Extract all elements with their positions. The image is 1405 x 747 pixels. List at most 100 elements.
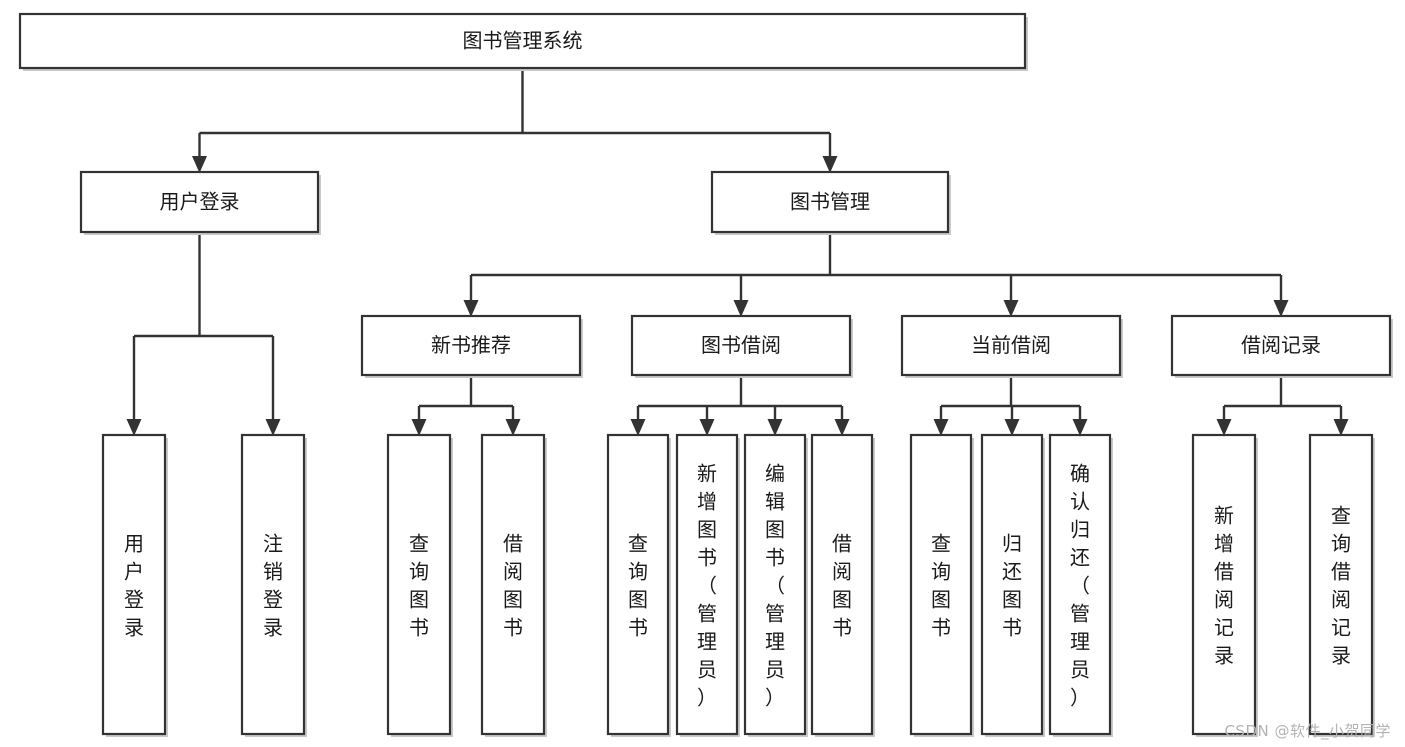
node-rect[interactable] — [386, 433, 452, 736]
node-rect[interactable] — [1170, 314, 1392, 377]
node-leaf-user-login[interactable]: 用户登录 — [101, 433, 168, 737]
node-label-char: 员 — [697, 657, 717, 681]
node-label-char: 图 — [409, 587, 429, 611]
node-label-char: 书 — [931, 615, 951, 639]
node-label-char: 归 — [1070, 517, 1090, 541]
node-label-char: 查 — [1331, 503, 1351, 527]
node-label-char: 管 — [697, 601, 717, 625]
node-label-char: 新 — [1214, 503, 1234, 527]
node-rect[interactable] — [710, 170, 950, 234]
edge-group-root — [192, 68, 838, 173]
node-label-char: 理 — [765, 629, 785, 653]
node-label-char: 用 — [124, 531, 144, 555]
node-rect[interactable] — [1048, 433, 1112, 736]
arrow-head — [1216, 419, 1232, 436]
node-user-login[interactable]: 用户登录 — [79, 170, 321, 235]
edge-group-book-borrow — [630, 375, 850, 436]
node-label-char: 图 — [832, 587, 852, 611]
node-book-manage[interactable]: 图书管理 — [710, 170, 951, 235]
node-current-borrow[interactable]: 当前借阅 — [900, 314, 1123, 378]
node-rect[interactable] — [675, 433, 739, 736]
node-label-char: 图 — [697, 517, 717, 541]
node-rect[interactable] — [743, 433, 807, 736]
node-label-char: 录 — [1214, 643, 1234, 667]
node-label-char: 销 — [263, 559, 283, 583]
arrow-head — [630, 419, 646, 436]
node-rect[interactable] — [1191, 433, 1257, 736]
node-rect[interactable] — [79, 170, 320, 234]
arrow-head — [411, 419, 427, 436]
node-label-char: 查 — [409, 531, 429, 555]
csdn-watermark: CSDN @软件_小贺同学 — [1224, 722, 1391, 740]
node-rect[interactable] — [18, 12, 1027, 70]
edge-group-current-borrow — [933, 375, 1088, 436]
node-label-char: （ — [1070, 573, 1090, 597]
node-label-char: 录 — [263, 615, 283, 639]
node-label-char: 查 — [628, 531, 648, 555]
node-rect[interactable] — [630, 314, 852, 377]
node-label-char: 归 — [1002, 531, 1022, 555]
node-label: 借阅记录 — [1241, 333, 1321, 357]
node-label-char: 记 — [1214, 615, 1234, 639]
node-label-char: 阅 — [832, 559, 852, 583]
arrow-head — [463, 300, 479, 317]
node-label: 当前借阅 — [971, 333, 1051, 357]
node-borrow-record[interactable]: 借阅记录 — [1170, 314, 1393, 378]
node-label-char: 借 — [1331, 559, 1351, 583]
arrow-head — [822, 156, 838, 173]
node-rect[interactable] — [360, 314, 582, 377]
node-label-char: 记 — [1331, 615, 1351, 639]
node-label-char: 书 — [697, 545, 717, 569]
arrow-head — [126, 419, 142, 436]
node-label: 图书管理 — [790, 190, 870, 214]
arrow-head — [265, 419, 281, 436]
node-rect[interactable] — [480, 433, 546, 736]
node-new-book-recommend[interactable]: 新书推荐 — [360, 314, 583, 378]
node-label-char: 图 — [931, 587, 951, 611]
arrow-head — [1072, 419, 1088, 436]
node-rect[interactable] — [810, 433, 874, 736]
connector-layer — [126, 68, 1349, 436]
node-label-char: 查 — [931, 531, 951, 555]
node-label-char: 借 — [1214, 559, 1234, 583]
node-rect[interactable] — [980, 433, 1044, 736]
node-label-char: 编 — [765, 461, 785, 485]
node-rect[interactable] — [1308, 433, 1374, 736]
node-label-char: 员 — [765, 657, 785, 681]
node-rect[interactable] — [909, 433, 973, 736]
node-rect[interactable] — [240, 433, 306, 736]
node-rect[interactable] — [101, 433, 167, 736]
node-label-char: 询 — [931, 559, 951, 583]
edge-group-book-manage — [463, 232, 1289, 317]
node-label-char: 员 — [1070, 657, 1090, 681]
node-label-char: 借 — [503, 531, 523, 555]
node-label: 图书借阅 — [701, 333, 781, 357]
edge-group-borrow-record — [1216, 375, 1349, 436]
arrow-head — [767, 419, 783, 436]
node-root[interactable]: 图书管理系统 — [18, 12, 1028, 71]
node-label-char: 阅 — [503, 559, 523, 583]
node-book-borrow[interactable]: 图书借阅 — [630, 314, 853, 378]
node-label-char: 管 — [765, 601, 785, 625]
node-rect[interactable] — [606, 433, 670, 736]
node-label: 用户登录 — [160, 190, 240, 214]
arrow-head — [699, 419, 715, 436]
node-rect[interactable] — [900, 314, 1122, 377]
node-label-char: 书 — [832, 615, 852, 639]
node-label-char: 认 — [1070, 489, 1090, 513]
node-label-char: 增 — [1214, 531, 1234, 555]
node-label-char: 询 — [628, 559, 648, 583]
node-label-char: 登 — [263, 587, 283, 611]
